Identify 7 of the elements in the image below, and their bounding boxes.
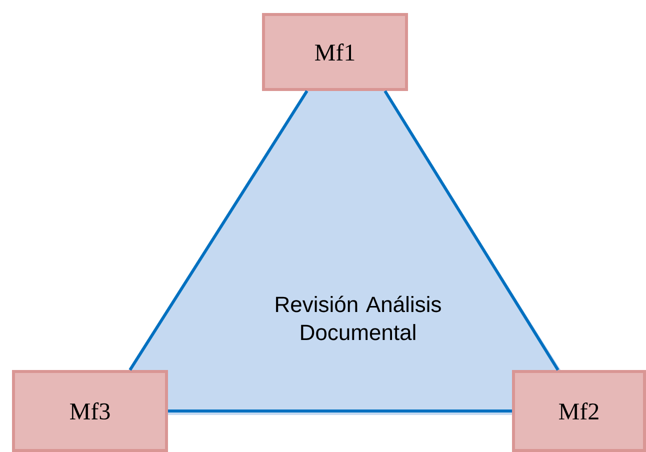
label-box: Mf3 (12, 370, 168, 452)
triangle-side (168, 409, 512, 412)
label-box: Mf1 (262, 13, 408, 91)
triangle-side (128, 90, 308, 371)
label-box: Mf2 (512, 370, 646, 452)
triangle-side (384, 90, 560, 371)
triangle-text: Revisión Análisis Documental (276, 296, 441, 340)
